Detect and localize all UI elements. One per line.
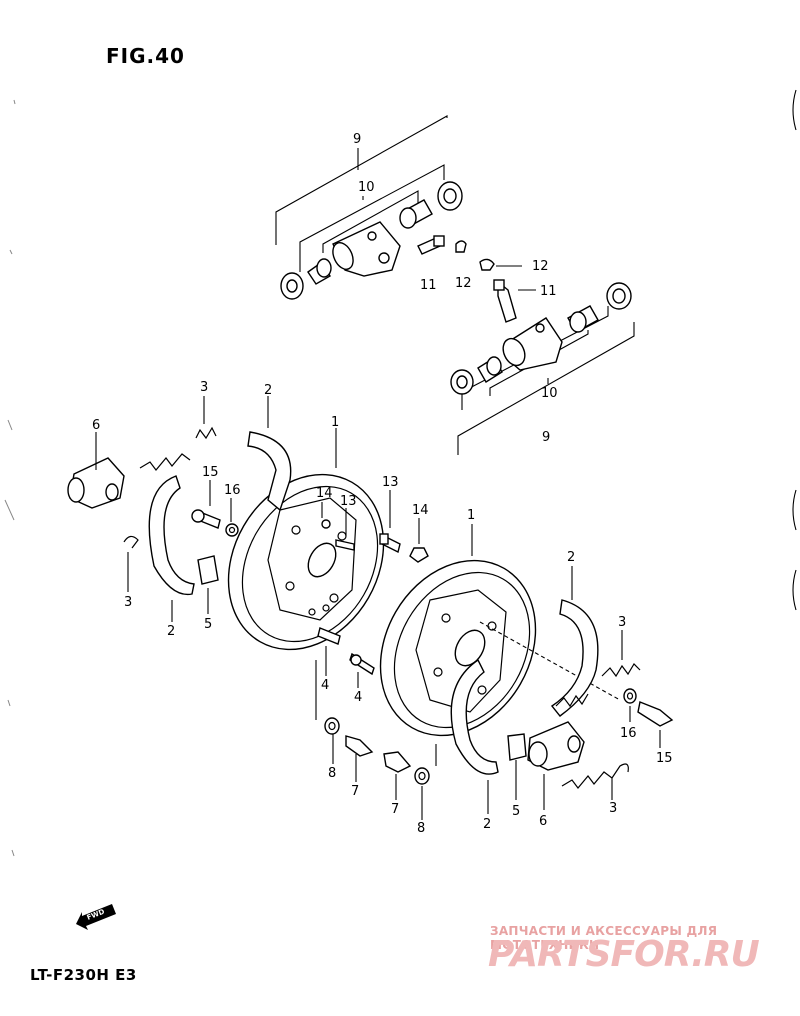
- callout-r-washer16: 16: [620, 726, 637, 741]
- callout-l-clip: 5: [204, 617, 212, 632]
- left-brake-assembly: [67, 396, 437, 820]
- callout-r-shoe-top: 2: [567, 550, 575, 565]
- scan-edge-marks: [4, 89, 797, 857]
- callout-l-plate: 1: [331, 415, 339, 430]
- callout-l-bolt7a: 7: [351, 784, 359, 799]
- callout-l-bolt7b: 7: [391, 802, 399, 817]
- callout-l-shoe-bot: 2: [167, 624, 175, 639]
- callout-r-shoe-bot: 2: [483, 817, 491, 832]
- callout-l-shoe-top: 2: [264, 383, 272, 398]
- watermark-tagline: ЗАПЧАСТИ И АКСЕССУАРЫ ДЛЯ МОТОТЕХНИКИ: [490, 924, 718, 952]
- callout-mid-cyl-assy: 9: [542, 430, 550, 445]
- callout-r-clip: 5: [512, 804, 520, 819]
- callout-l-pin4a: 4: [321, 678, 329, 693]
- callout-l-cyl: 6: [92, 418, 100, 433]
- callout-labels: 9 10 11 12 12 11 10 9 3 2 1 6 15 16 14 1…: [92, 132, 673, 836]
- callout-mid-cap: 12: [532, 259, 549, 274]
- callout-l-bolt15: 15: [202, 465, 219, 480]
- callout-mid-cyl-kit: 10: [541, 386, 558, 401]
- callout-l-washer8a: 8: [328, 766, 336, 781]
- fwd-arrow-icon: FWD: [76, 904, 116, 930]
- callout-l-washer16: 16: [224, 483, 241, 498]
- callout-l-spring-bot: 3: [124, 595, 132, 610]
- callout-l-washer8b: 8: [417, 821, 425, 836]
- top-wheel-cylinder-group: [275, 115, 467, 300]
- callout-l-bolt13b: 13: [382, 475, 399, 490]
- callout-l-nut14b: 14: [412, 503, 429, 518]
- callout-r-bolt15: 15: [656, 751, 673, 766]
- callout-l-bolt13a: 13: [340, 494, 357, 509]
- mid-wheel-cylinder-group: [450, 258, 635, 455]
- callout-l-nut14: 14: [316, 486, 333, 501]
- figure-title: FIG.40: [106, 44, 185, 68]
- callout-r-cyl: 6: [539, 814, 547, 829]
- callout-r-plate: 1: [467, 508, 475, 523]
- callout-top-cyl-kit: 10: [358, 180, 375, 195]
- callout-top-bleeder: 11: [420, 278, 437, 293]
- model-label: LT-F230H E3: [30, 966, 137, 984]
- callout-top-cap: 12: [455, 276, 472, 291]
- callout-l-spring-top: 3: [200, 380, 208, 395]
- callout-mid-bleeder: 11: [540, 284, 557, 299]
- right-brake-assembly: [379, 524, 674, 814]
- callout-r-spring-bot: 3: [609, 801, 617, 816]
- callout-top-cyl-assy: 9: [353, 132, 361, 147]
- callout-r-spring-top: 3: [618, 615, 626, 630]
- watermark-logo: PARTSFOR.RU: [488, 934, 760, 975]
- callout-l-pin4b: 4: [354, 690, 362, 705]
